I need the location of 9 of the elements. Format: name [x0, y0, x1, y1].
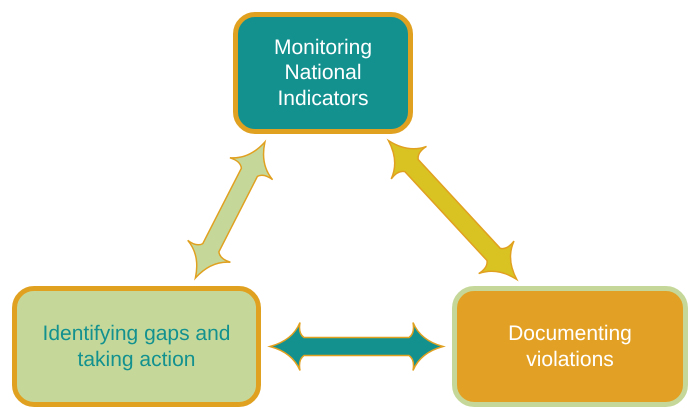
double-arrow [186, 141, 274, 279]
process-box [12, 286, 261, 407]
process-box [452, 286, 688, 407]
double-arrow [388, 140, 518, 280]
box-label: Monitoring National Indicators [272, 35, 374, 111]
box-label: Documenting violations [507, 321, 633, 372]
box-label: Identifying gaps and taking action [42, 321, 232, 372]
process-box [233, 12, 413, 134]
double-arrow [269, 322, 444, 372]
